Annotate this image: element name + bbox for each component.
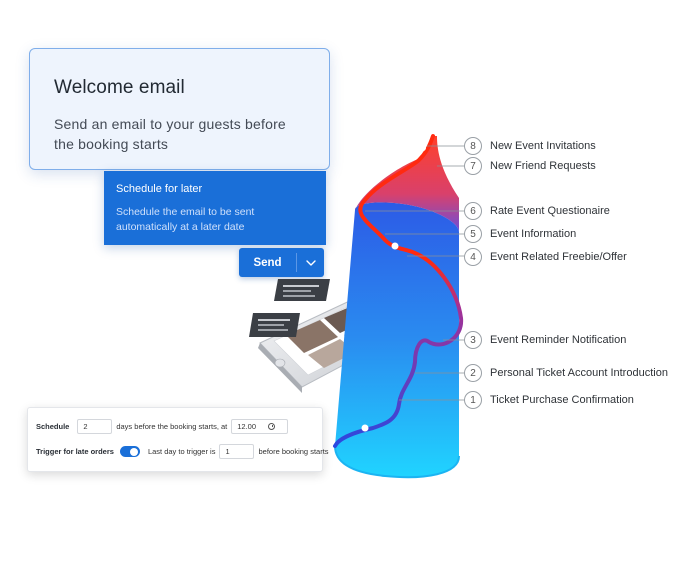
step-number: 2 xyxy=(464,364,482,382)
clock-icon xyxy=(268,423,276,430)
schedule-for-later-description: Schedule the email to be sent automatica… xyxy=(116,206,255,233)
step-label: New Event Invitations xyxy=(490,140,596,152)
step-number: 4 xyxy=(464,248,482,266)
send-split-button: Send xyxy=(239,248,324,277)
welcome-email-card[interactable]: Welcome email Send an email to your gues… xyxy=(29,48,330,170)
schedule-row: Schedule 2 days before the booking start… xyxy=(36,419,289,434)
chevron-down-icon xyxy=(305,259,316,266)
time-input[interactable]: 12.00 xyxy=(231,419,289,434)
journey-step-6: 6 Rate Event Questionaire xyxy=(464,202,610,220)
step-number: 7 xyxy=(464,157,482,175)
step-label: Personal Ticket Account Introduction xyxy=(490,367,668,379)
welcome-email-description: Send an email to your guests before the … xyxy=(54,116,286,152)
step-label: Event Related Freebie/Offer xyxy=(490,251,627,263)
days-input[interactable]: 2 xyxy=(77,419,113,434)
journey-step-2: 2 Personal Ticket Account Introduction xyxy=(464,364,668,382)
step-label: Ticket Purchase Confirmation xyxy=(490,394,634,406)
schedule-settings-card: Schedule 2 days before the booking start… xyxy=(27,407,329,472)
customer-journey-illustration xyxy=(333,134,464,479)
time-value: 12.00 xyxy=(237,422,257,431)
late-orders-toggle[interactable] xyxy=(119,446,140,457)
send-divider xyxy=(296,253,297,272)
step-label: Rate Event Questionaire xyxy=(490,205,610,217)
journey-step-5: 5 Event Information xyxy=(464,225,576,243)
trigger-label: Trigger for late orders xyxy=(36,447,114,456)
journey-step-8: 8 New Event Invitations xyxy=(464,137,596,155)
last-day-input[interactable]: 1 xyxy=(219,444,255,459)
step-number: 8 xyxy=(464,137,482,155)
step-number: 1 xyxy=(464,391,482,409)
step-label: Event Information xyxy=(490,228,577,240)
last-day-suffix: before booking starts xyxy=(258,447,329,456)
step-number: 3 xyxy=(464,331,482,349)
last-day-label: Last day to trigger is xyxy=(147,447,216,456)
step-number: 6 xyxy=(464,202,482,220)
schedule-for-later-title: Schedule for later xyxy=(116,183,203,195)
journey-step-3: 3 Event Reminder Notification xyxy=(464,331,626,349)
journey-step-4: 4 Event Related Freebie/Offer xyxy=(464,248,627,266)
days-suffix: days before the booking starts, at xyxy=(116,422,228,431)
journey-step-7: 7 New Friend Requests xyxy=(464,157,596,175)
step-number: 5 xyxy=(464,225,482,243)
step-label: New Friend Requests xyxy=(490,160,596,172)
welcome-email-title: Welcome email xyxy=(54,77,185,98)
step-label: Event Reminder Notification xyxy=(490,334,627,346)
schedule-label: Schedule xyxy=(36,422,70,431)
schedule-for-later-option[interactable]: Schedule for later Schedule the email to… xyxy=(104,171,326,245)
send-options-toggle[interactable] xyxy=(297,248,324,277)
journey-step-1: 1 Ticket Purchase Confirmation xyxy=(464,391,634,409)
send-button[interactable]: Send xyxy=(253,256,282,269)
trigger-row: Trigger for late orders Last day to trig… xyxy=(36,444,329,459)
